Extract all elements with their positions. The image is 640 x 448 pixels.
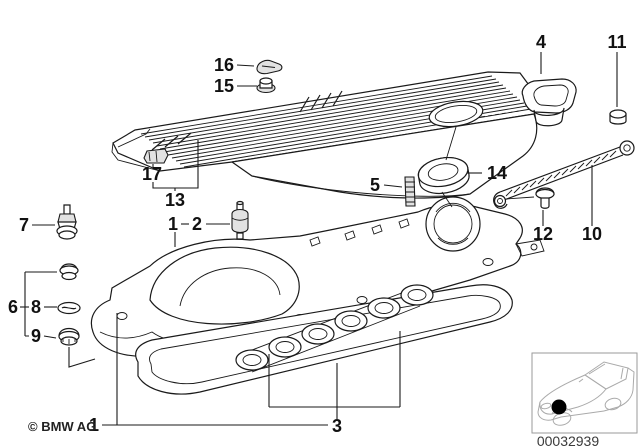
washer-part-8 [57,301,81,315]
clip-part-16 [256,59,283,75]
callout-17[interactable]: 17 [142,164,162,184]
callout-2[interactable]: 2 [192,214,202,234]
nut-part-11 [609,109,627,125]
callout-6[interactable]: 6 [8,297,18,317]
callout-3[interactable]: 3 [332,416,342,436]
callouts: 16 15 4 11 17 13 5 14 12 10 7 6 8 9 1 2 … [8,32,627,436]
leader-lines [20,52,618,426]
callout-14[interactable]: 14 [487,163,507,183]
acoustic-cover-drawing [111,71,541,199]
valve-cover-tabs [309,218,545,257]
valve-cover-drawing [90,196,545,357]
gasket-set-drawing [135,284,513,395]
callout-1-bottom[interactable]: 1 [89,415,99,435]
callout-1-mid[interactable]: 1 [168,214,178,234]
stud-part-5 [404,176,416,207]
callout-15[interactable]: 15 [214,76,234,96]
oil-filler-cap-part-4 [521,78,577,127]
callout-9[interactable]: 9 [31,326,41,346]
callout-12[interactable]: 12 [533,224,553,244]
location-dot [551,399,567,415]
tube-gasket-chain [235,284,434,373]
car-location-thumbnail [531,352,638,434]
callout-5[interactable]: 5 [370,175,380,195]
callout-11[interactable]: 11 [607,32,626,52]
callout-4[interactable]: 4 [536,32,546,52]
image-number: 00032939 [537,433,600,448]
nut-part-15 [256,77,276,94]
clip-part-17 [143,148,169,164]
callout-8[interactable]: 8 [31,297,41,317]
callout-7[interactable]: 7 [19,215,29,235]
ground-strap-part-10 [493,140,635,209]
bolt-part-7 [56,204,78,240]
sealing-ring-part-14 [417,157,470,195]
plug-part-6-top [59,263,79,281]
cover-emblem-strokes [151,90,343,151]
rubber-mount-part-2 [231,200,249,240]
cap-nut-part-9 [58,327,80,346]
bmw-copyright: © BMW AG [28,419,96,434]
callout-16[interactable]: 16 [214,55,234,75]
callout-13[interactable]: 13 [165,190,185,210]
callout-10[interactable]: 10 [582,224,602,244]
screw-part-12 [535,187,555,209]
